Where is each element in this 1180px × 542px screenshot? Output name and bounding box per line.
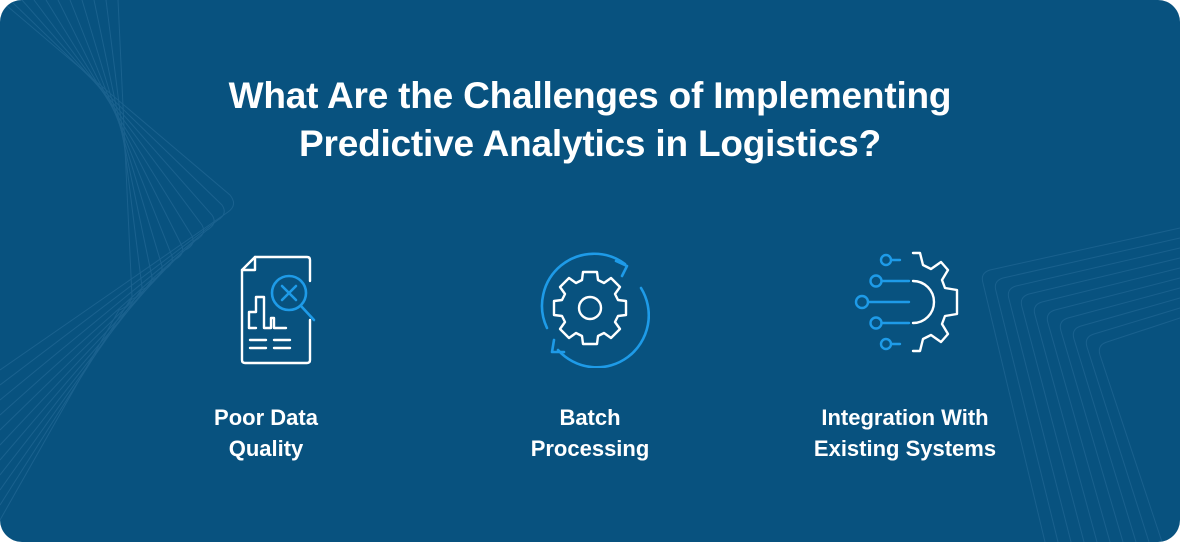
- title-line-1: What Are the Challenges of Implementing: [228, 75, 952, 116]
- page-title: What Are the Challenges of Implementing …: [0, 72, 1180, 168]
- challenge-item-integration: Integration With Existing Systems: [775, 248, 1035, 464]
- challenge-label: Integration With Existing Systems: [813, 405, 997, 461]
- gear-integration-icon: [854, 251, 959, 353]
- document-chart-search-icon: [240, 255, 316, 365]
- challenge-label: Poor Data Quality: [214, 405, 318, 461]
- challenge-item-poor-data-quality: Poor Data Quality: [136, 248, 396, 464]
- challenge-item-batch-processing: Batch Processing: [460, 248, 720, 464]
- gear-refresh-icon: [540, 252, 650, 368]
- title-line-2: Predictive Analytics in Logistics?: [299, 123, 881, 164]
- challenge-label: Batch Processing: [530, 405, 650, 461]
